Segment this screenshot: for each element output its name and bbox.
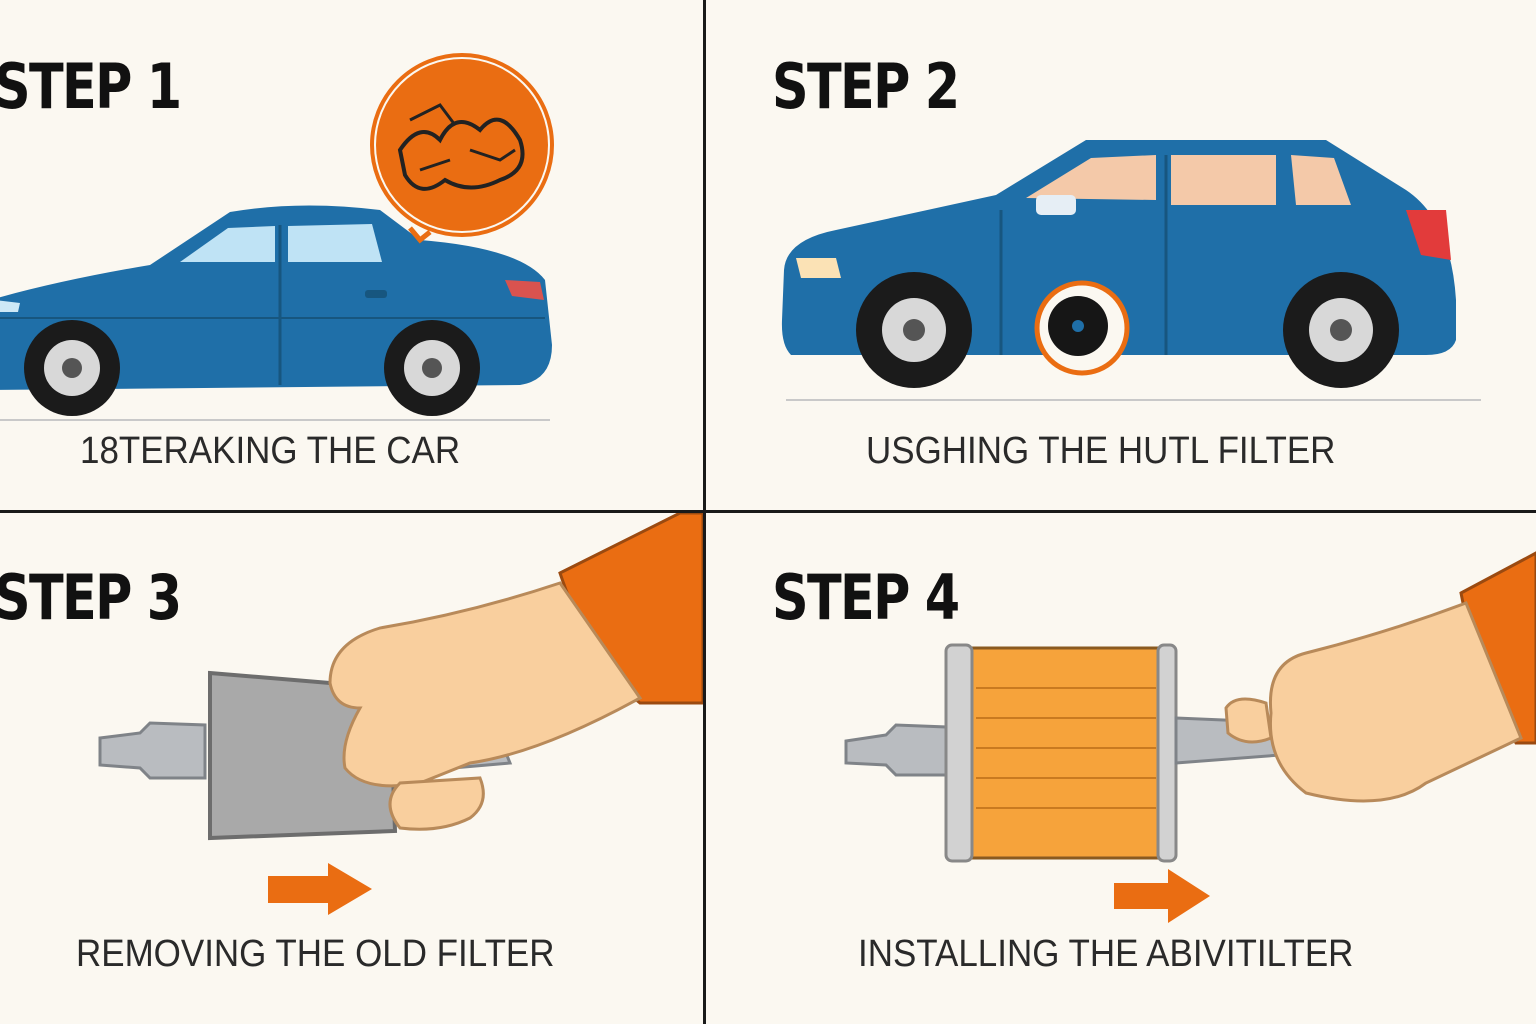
car-icon [781, 140, 1456, 388]
step-1-illustration [0, 53, 554, 421]
step-3-illustration [98, 513, 703, 915]
step-4-title: STEP 4 [772, 561, 960, 634]
hand-icon [328, 581, 643, 831]
magnifier-circle-icon [1034, 280, 1130, 376]
magnifier-circle-icon [370, 53, 554, 244]
step-3-caption: REMOVING THE OLD FILTER [76, 933, 555, 975]
arrow-right-icon [268, 863, 372, 915]
fuel-filter-icon [98, 670, 513, 841]
horizontal-divider [0, 510, 1536, 513]
step-3-title: STEP 3 [0, 561, 182, 634]
step-4-illustration [844, 551, 1536, 923]
hand-icon [1224, 601, 1523, 803]
step-2-illustration [781, 140, 1481, 401]
step-2-caption: USGHING THE HUTL FILTER [866, 430, 1336, 472]
step-4-caption: INSTALLING THE ABIVITILTER [858, 933, 1354, 975]
car-icon [0, 205, 552, 416]
step-4-panel: STEP 4 INSTAL [706, 513, 1536, 1024]
step-1-title: STEP 1 [0, 50, 182, 123]
arrow-right-icon [1114, 869, 1210, 923]
fuel-filter-icon [844, 643, 1309, 863]
step-1-caption: 18TERAKING THE CAR [80, 430, 461, 472]
step-2-panel: STEP 2 [706, 0, 1536, 510]
step-3-panel: STEP 3 REMOVING THE OLD FILTER [0, 513, 703, 1024]
step-1-panel: STEP 1 [0, 0, 703, 510]
step-2-title: STEP 2 [772, 50, 960, 123]
